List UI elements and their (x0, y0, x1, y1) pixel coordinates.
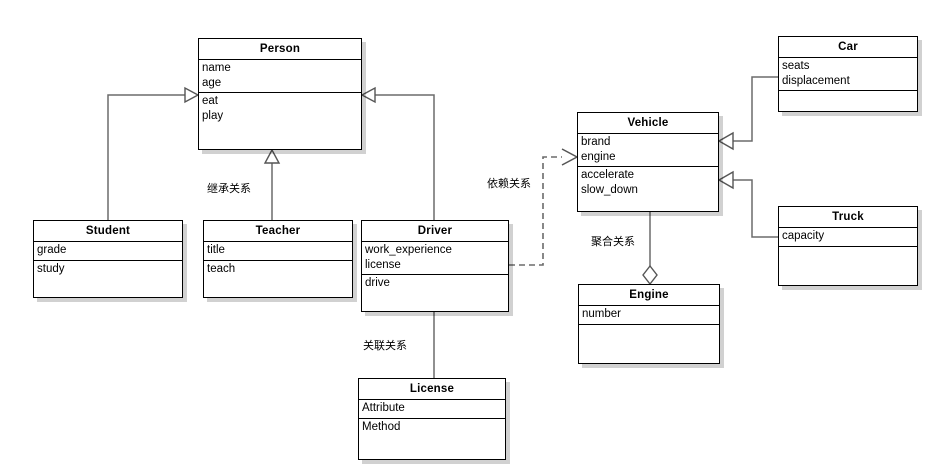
edge-driver-to-vehicle-dependency (509, 156, 562, 266)
class-title-engine: Engine (579, 285, 719, 306)
operation-item: Method (362, 421, 401, 433)
attribute-item: Attribute (362, 402, 405, 414)
attribute-item: age (202, 76, 222, 89)
edge-driver-to-person (370, 94, 435, 220)
dependency-arrowhead (561, 148, 579, 166)
class-attributes-engine: number (579, 306, 719, 325)
operation-item: accelerate (581, 169, 635, 181)
attribute-item: number (582, 308, 621, 320)
class-attributes-truck: capacity (779, 228, 917, 247)
edge-label-aggregation: 聚合关系 (590, 235, 636, 248)
class-title-vehicle: Vehicle (578, 113, 718, 134)
class-box-driver[interactable]: Driver work_experience license drive (361, 220, 509, 312)
aggregation-diamond (642, 264, 658, 286)
class-title-license: License (359, 379, 505, 400)
attribute-item: engine (581, 150, 616, 163)
attribute-item: name (202, 62, 231, 74)
class-operations-driver: drive (362, 275, 508, 293)
class-box-car[interactable]: Car seats displacement (778, 36, 918, 112)
class-title-car: Car (779, 37, 917, 58)
class-box-vehicle[interactable]: Vehicle brand engine accelerate slow_dow… (577, 112, 719, 212)
class-attributes-car: seats displacement (779, 58, 917, 91)
edge-student-to-person (107, 94, 190, 220)
class-title-teacher: Teacher (204, 221, 352, 242)
class-title-person: Person (199, 39, 361, 60)
class-title-truck: Truck (779, 207, 917, 228)
edge-label-inheritance: 继承关系 (206, 182, 252, 195)
operation-item: slow_down (581, 183, 638, 196)
class-box-truck[interactable]: Truck capacity (778, 206, 918, 286)
operation-item: drive (365, 277, 390, 289)
class-operations-vehicle: accelerate slow_down (578, 167, 718, 199)
operation-item: eat (202, 95, 218, 107)
attribute-item: capacity (782, 230, 825, 242)
class-attributes-student: grade (34, 242, 182, 261)
edge-label-dependency: 依赖关系 (486, 177, 532, 190)
class-attributes-person: name age (199, 60, 361, 93)
class-box-student[interactable]: Student grade study (33, 220, 183, 298)
attribute-item: work_experience (365, 244, 452, 256)
class-operations-license: Method (359, 419, 505, 437)
edge-label-association: 关联关系 (362, 339, 408, 352)
class-attributes-teacher: title (204, 242, 352, 261)
operation-item: study (37, 263, 65, 275)
attribute-item: seats (782, 60, 810, 72)
attribute-item: license (365, 258, 401, 271)
class-attributes-license: Attribute (359, 400, 505, 419)
attribute-item: grade (37, 244, 67, 256)
generalization-arrowhead-car (717, 131, 734, 151)
class-operations-truck (779, 247, 917, 250)
operation-item: teach (207, 263, 236, 275)
generalization-arrowhead-truck (717, 170, 734, 190)
generalization-arrowhead-student (184, 86, 200, 104)
class-title-driver: Driver (362, 221, 508, 242)
attribute-item: brand (581, 136, 611, 148)
class-box-license[interactable]: License Attribute Method (358, 378, 506, 460)
class-operations-teacher: teach (204, 261, 352, 279)
operation-item: play (202, 109, 224, 122)
class-attributes-driver: work_experience license (362, 242, 508, 275)
class-box-teacher[interactable]: Teacher title teach (203, 220, 353, 298)
class-attributes-vehicle: brand engine (578, 134, 718, 167)
class-operations-engine (579, 325, 719, 328)
class-box-person[interactable]: Person name age eat play (198, 38, 362, 150)
edge-car-to-vehicle (731, 76, 778, 142)
class-box-engine[interactable]: Engine number (578, 284, 720, 364)
attribute-item: title (207, 244, 225, 256)
generalization-arrowhead-driver (360, 86, 376, 104)
class-title-student: Student (34, 221, 182, 242)
class-operations-student: study (34, 261, 182, 279)
generalization-arrowhead-teacher (263, 148, 281, 164)
attribute-item: displacement (782, 74, 850, 87)
class-operations-person: eat play (199, 93, 361, 125)
edge-truck-to-vehicle (731, 179, 778, 238)
class-operations-car (779, 91, 917, 94)
